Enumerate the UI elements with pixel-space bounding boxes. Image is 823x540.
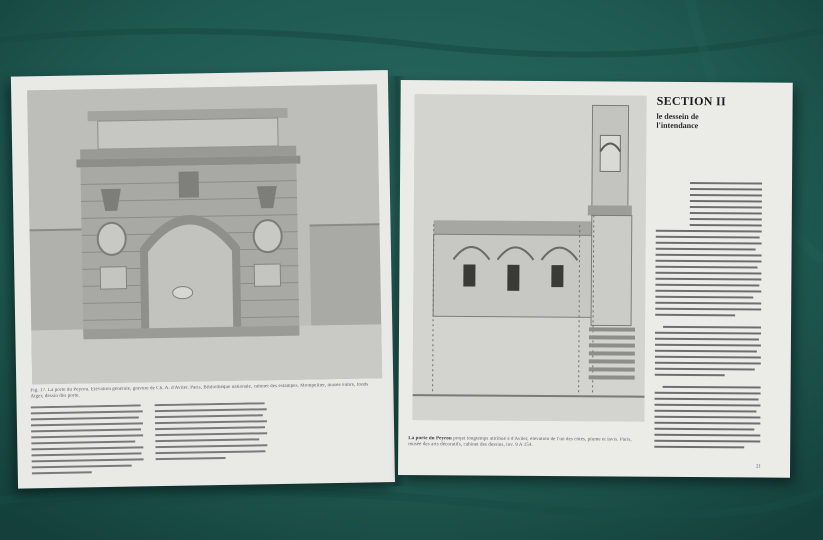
side-elevation-illustration <box>412 94 647 422</box>
peyrou-side-elevation-figure <box>412 94 647 422</box>
left-book-page: Fig. 17. La porte du Peyrou. Élévation g… <box>10 70 395 489</box>
caption-title: La porte du Peyrou <box>408 436 452 442</box>
left-text-column-1 <box>30 404 144 475</box>
right-figure-caption: La porte du Peyrou projet longtemps attr… <box>408 436 642 454</box>
section-subtitle-line-2: l'intendance <box>656 120 699 131</box>
section-subtitle: le dessein de l'intendance <box>656 112 736 131</box>
left-figure-caption: Fig. 17. La porte du Peyrou. Élévation g… <box>30 382 369 400</box>
page-number: 21 <box>756 464 762 470</box>
porte-du-peyrou-elevation-figure <box>27 84 383 385</box>
section-title: SECTION II <box>656 93 727 109</box>
arch-illustration <box>27 84 383 385</box>
left-text-column-2 <box>154 402 268 461</box>
right-text-column <box>654 182 763 449</box>
right-book-page: La porte du Peyrou projet longtemps attr… <box>398 80 793 478</box>
